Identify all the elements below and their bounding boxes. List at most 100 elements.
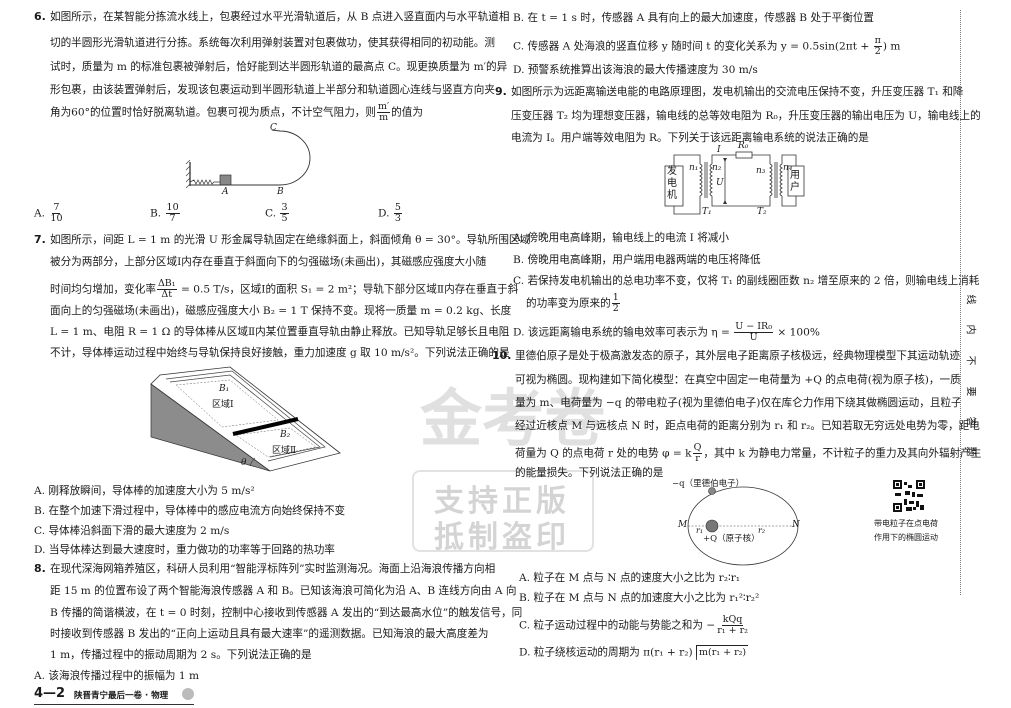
margin-char: 线 [964, 294, 976, 305]
b1-label: B₁ [219, 384, 230, 394]
option-a[interactable]: A. 刚释放瞬间，导体棒的加速度大小为 5 m/s² [34, 485, 255, 497]
denominator: r₁ + r₂ [717, 625, 748, 636]
question-text-line: 压变压器 T₂ 均为理想变压器，输电线的总等效电阻为 R₀，升压变压器的输出电压… [511, 110, 981, 122]
qr-caption-line: 带电粒子在点电荷 [874, 519, 938, 528]
denominator: U [749, 332, 758, 343]
numerator: m′ [377, 101, 391, 113]
square-root: m(r₁ + r₂) [696, 645, 749, 660]
option-c[interactable]: C. 传感器 A 处海浪的竖直位移 y 随时间 t 的变化关系为 y = 0.5… [513, 36, 900, 57]
r0-label: R₀ [738, 141, 749, 151]
denominator: 3 [394, 213, 401, 224]
denominator: r [695, 453, 700, 464]
numerator: 1 [611, 292, 620, 304]
text: 的功率变为原来的 [526, 297, 611, 310]
option-key: B. [150, 207, 162, 220]
option-b[interactable]: B. 粒子在 M 点与 N 点的加速度大小之比为 r₁²∶r₂² [519, 592, 760, 604]
question-text-line: 面向上的匀强磁场(未画出)，磁感应强度大小 B₂ = 1 T 保持不变。现将一质… [50, 305, 512, 317]
numerator: 7 [52, 202, 61, 214]
question-text-line: 电流为 I。用户端等效电阻为 R。下列关于该远距离输电系统的说法正确的是 [511, 132, 869, 144]
nucleus-label: +Q（原子核） [703, 534, 760, 544]
question-text-line: 如图所示，在某智能分拣流水线上，包裹经过水平光滑轨道后，从 B 点进入竖直面内与… [50, 11, 510, 23]
generator-label: 发电机 [667, 166, 677, 201]
point-c-label: C [270, 123, 277, 133]
question-text-line: 如图所示，间距 L = 1 m 的光滑 U 形金属导轨固定在绝缘斜面上，斜面倾角… [50, 234, 531, 246]
margin-char: 题 [964, 446, 976, 457]
option-c[interactable]: C. 导体棒沿斜面下滑的最大速度为 2 m/s [34, 525, 230, 537]
text: C. 传感器 A 处海浪的竖直位移 y 随时间 t 的变化关系为 y = 0.5… [513, 40, 873, 53]
option-b[interactable]: B. 在 t = 1 s 时，传感器 A 具有向上的最大加速度，传感器 B 处于… [513, 12, 875, 24]
text: D. 该远距离输电系统的输电效率可表示为 η = [513, 326, 734, 339]
option-c[interactable]: C. 若保持发电机输出的总电功率不变，仅将 T₁ 的副线圈匝数 n₂ 增至原来的… [513, 275, 980, 287]
question-number: 10. [492, 349, 512, 362]
option-key: D. [378, 207, 390, 220]
text: 角为60°的位置时恰好脱离轨道。包裹可视为质点，不计空气阻力，则 [50, 106, 376, 119]
theta-label: θ [241, 458, 247, 468]
option-a[interactable]: A. 傍晚用电高峰期，输电线上的电流 I 将减小 [513, 232, 729, 244]
question-text-line: 量为 m、电荷量为 −q 的带电粒子(视为里德伯电子)仅在库仑力作用下绕其做椭圆… [515, 397, 962, 409]
option-a[interactable]: A. 粒子在 M 点与 N 点的速度大小之比为 r₂∶r₁ [519, 572, 741, 584]
option-key: C. [265, 207, 277, 220]
margin-char: 要 [964, 386, 976, 397]
watermark-stamp: 支持正版 抵制盗印 [412, 470, 594, 555]
question-number: 8. [34, 562, 46, 575]
r2-label: r₂ [758, 526, 766, 535]
question-text-line: 经过近核点 M 与远核点 N 时，距点电荷的距离分别为 r₁ 和 r₂。已知若取… [515, 420, 980, 432]
qr-caption-line: 作用下的椭圆运动 [874, 533, 938, 542]
option-b[interactable]: B. 傍晚用电高峰期，用户端用电器两端的电压将降低 [513, 254, 761, 266]
footer-title: 陕晋青宁最后一卷 · 物理 [74, 691, 169, 701]
point-b-label: B [277, 187, 284, 197]
question-text-line: B 传播的简谐横波，在 t = 0 时刻，控制中心接收到传感器 A 发出的“到达… [50, 607, 523, 619]
point-a-label: A [222, 187, 229, 197]
glare-overlay [640, 655, 760, 708]
option-a[interactable]: A. 该海浪传播过程中的振幅为 1 m [34, 670, 200, 682]
n4-label: n₄ [783, 163, 793, 173]
denominator: Δt [161, 289, 173, 300]
electron-label: −q（里德伯电子） [672, 479, 745, 489]
numerator: 10 [165, 202, 180, 214]
question-text-line: 如图所示为远距离输送电能的电路原理图，发电机输出的交流电压保持不变，升压变压器 … [511, 86, 964, 98]
b2-label: B₂ [280, 430, 291, 440]
question-text-line: 时接收到传感器 B 发出的“正向上运动且具有最大速率”的遥测数据。已知海浪的最大… [50, 628, 489, 640]
question-text-line: 在现代深海网箱养殖区，科研人员利用“智能浮标阵列”实时监测海况。海面上沿海浪传播… [50, 563, 496, 575]
option-b[interactable]: B. 在整个加速下滑过程中，导体棒中的感应电流方向始终保持不变 [34, 505, 346, 517]
voltage-label: U [716, 178, 724, 188]
option-key: A. [34, 207, 46, 220]
denominator: 10 [50, 213, 63, 224]
denominator: 7 [169, 213, 176, 224]
text: × 100% [774, 326, 820, 339]
question-text-line: 1 m，传播过程中的振动周期为 2 s。下列说法正确的是 [50, 649, 312, 661]
ellipse-orbit-diagram [687, 486, 799, 566]
text: 荷量为 Q 的点电荷 r 处的电势 φ = k [515, 447, 692, 460]
watermark-stamp-line2: 抵制盗印 [434, 520, 570, 555]
text: 时间均匀增加，变化率 [50, 283, 156, 296]
question-text-line: 的能量损失。下列说法正确的是 [515, 467, 664, 479]
fraction: m′m [377, 101, 391, 123]
margin-char: 答 [964, 416, 976, 427]
option-d[interactable]: D. 预警系统推算出该海浪的最大传播速度为 30 m/s [513, 64, 758, 76]
qr-code-icon [893, 480, 925, 512]
option-d[interactable]: D. 当导体棒达到最大速度时，重力做功的功率等于回路的热功率 [34, 544, 335, 556]
denominator: 5 [281, 213, 288, 224]
question-text-line: 可视为椭圆。现构建如下简化模型：在真空中固定一电荷量为 +Q 的点电荷(视为原子… [515, 374, 961, 386]
question-text-line: 切的半圆形光滑轨道进行分拣。系统每次利用弹射装置对包裹做功，使其获得相同的初动能… [50, 37, 495, 49]
binding-margin-line [960, 10, 961, 595]
question-text-line: 不计，导体棒运动过程中始终与导轨保持良好接触，重力加速度 g 取 10 m/s²… [50, 347, 510, 359]
question-number: 9. [495, 85, 507, 98]
n2-label: n₂ [712, 163, 722, 173]
point-m-label: M [678, 520, 688, 530]
margin-char: 内 [964, 324, 976, 335]
